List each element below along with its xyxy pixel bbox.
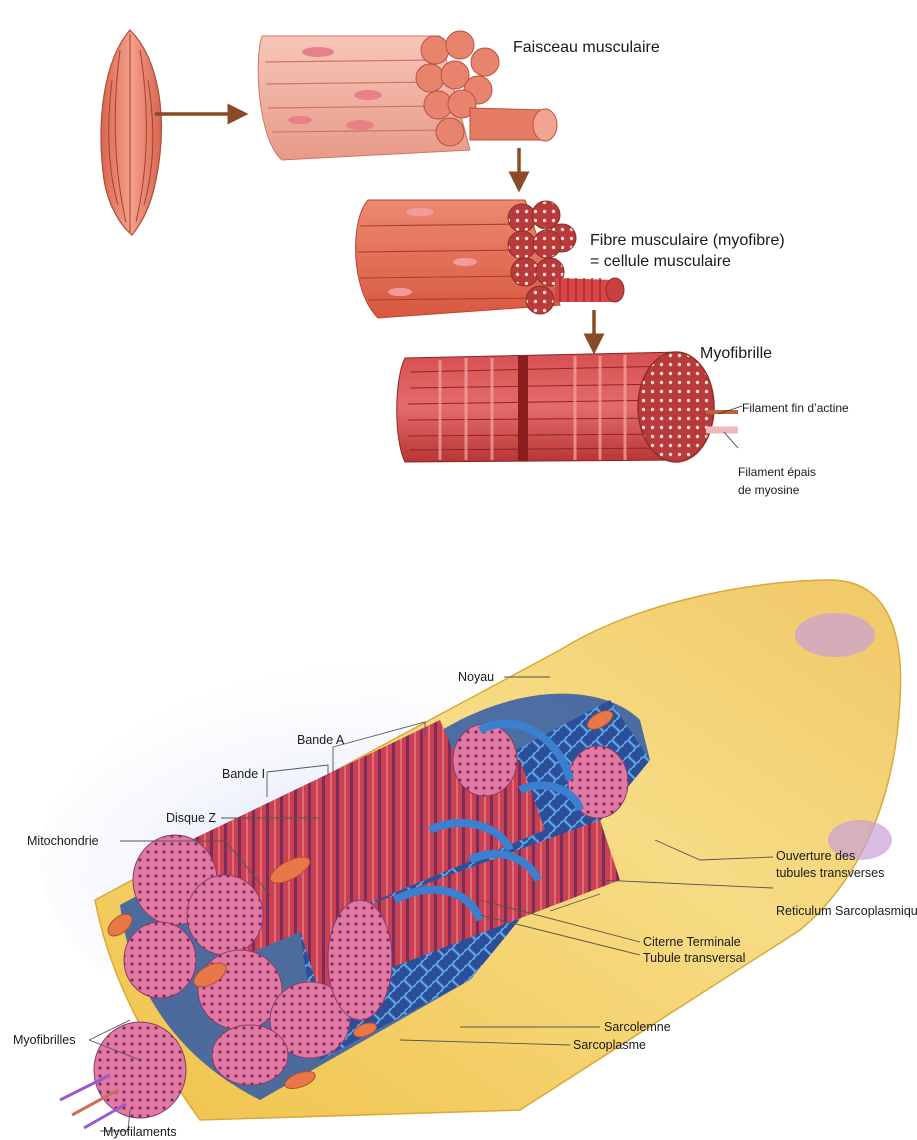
label-ouverture-line2: tubules transverses xyxy=(776,866,884,880)
muscle-bundle: Faisceau musculaire xyxy=(258,31,660,160)
myofibril-label: Myofibrille xyxy=(700,345,772,362)
label-tubule: Tubule transversal xyxy=(643,951,745,965)
label-reticulum: Reticulum Sarcoplasmique xyxy=(776,904,917,918)
label-myofibrilles: Myofibrilles xyxy=(13,1033,76,1047)
label-bande-i: Bande I xyxy=(222,767,265,781)
myosin-label-line1: Filament épais xyxy=(738,465,816,479)
bundle-label: Faisceau musculaire xyxy=(513,39,660,56)
fibre-label-line2: = cellule musculaire xyxy=(590,253,731,270)
label-bande-a: Bande A xyxy=(297,733,345,747)
label-mitochondrie: Mitochondrie xyxy=(27,834,99,848)
fibre-label-line1: Fibre musculaire (myofibre) xyxy=(590,232,785,249)
label-noyau: Noyau xyxy=(458,670,494,684)
label-disque-z: Disque Z xyxy=(166,811,216,825)
myofibril: Myofibrille Filament fin d’actine Filame… xyxy=(397,345,849,497)
label-sarcoplasme: Sarcoplasme xyxy=(573,1038,646,1052)
muscle-fibre: Fibre musculaire (myofibre) = cellule mu… xyxy=(356,200,785,318)
myosin-label-line2: de myosine xyxy=(738,483,800,497)
label-ouverture-line1: Ouverture des xyxy=(776,849,855,863)
label-myofilaments: Myofilaments xyxy=(103,1125,177,1139)
bottom-panel: Noyau Bande A Bande I Disque Z Mitochond… xyxy=(13,580,917,1139)
actin-label: Filament fin d’actine xyxy=(742,401,849,415)
top-panel: Faisceau musculaire Fibre musculaire (my… xyxy=(101,30,849,497)
whole-muscle xyxy=(101,30,161,235)
label-sarcolemne: Sarcolemne xyxy=(604,1020,671,1034)
label-citerne: Citerne Terminale xyxy=(643,935,741,949)
